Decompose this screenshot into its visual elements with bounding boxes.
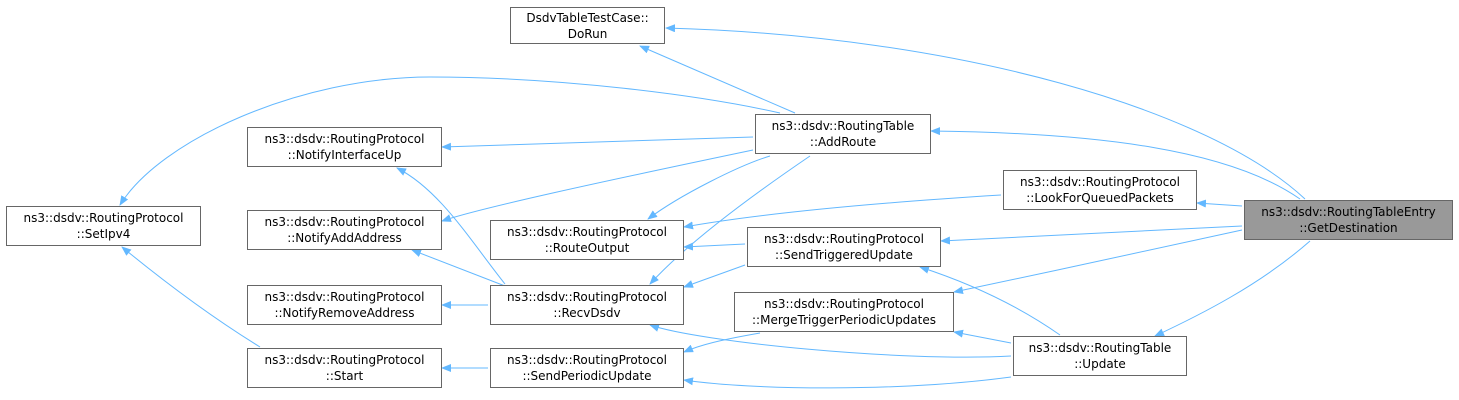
node-routingprotocol-start[interactable]: ns3::dsdv::RoutingProtocol ::Start (247, 348, 442, 388)
edge-update-mergetrig (953, 329, 1012, 344)
node-line2: ::SendPeriodicUpdate (522, 369, 652, 383)
node-line2: ::RouteOutput (544, 241, 630, 255)
edge-addroute-setipv4 (119, 76, 781, 206)
node-line1: ns3::dsdv::RoutingProtocol (764, 297, 924, 311)
edge-getdest-mergetrig (953, 229, 1243, 295)
node-routingprotocol-sendtriggeredupdate[interactable]: ns3::dsdv::RoutingProtocol ::SendTrigger… (747, 227, 941, 267)
node-routingprotocol-notifyinterfaceup[interactable]: ns3::dsdv::RoutingProtocol ::NotifyInter… (247, 127, 442, 167)
edge-addroute-routeout (647, 155, 771, 220)
node-routingprotocol-notifyremoveaddress[interactable]: ns3::dsdv::RoutingProtocol ::NotifyRemov… (247, 285, 442, 325)
node-routingtableentry-getdestination[interactable]: ns3::dsdv::RoutingTableEntry ::GetDestin… (1244, 200, 1453, 240)
node-line2: ::GetDestination (1299, 221, 1398, 235)
edge-start-setipv4 (121, 246, 261, 348)
node-routingprotocol-mergetriggerperiodicupdates[interactable]: ns3::dsdv::RoutingProtocol ::MergeTrigge… (734, 292, 954, 332)
node-line1: ns3::dsdv::RoutingProtocol (507, 290, 667, 304)
node-routingtable-update[interactable]: ns3::dsdv::RoutingTable ::Update (1013, 336, 1187, 376)
node-line1: ns3::dsdv::RoutingTable (771, 119, 915, 133)
node-line2: ::NotifyRemoveAddress (274, 306, 415, 320)
node-line1: ns3::dsdv::RoutingProtocol (507, 353, 667, 367)
node-line2: ::Update (1074, 357, 1126, 371)
edge-update-sendtrig (919, 265, 1061, 336)
node-line2: ::MergeTriggerPeriodicUpdates (752, 313, 936, 327)
node-line2: ::AddRoute (809, 135, 877, 149)
edge-getdest-lookfor (1196, 199, 1243, 208)
edge-getdest-dorun (665, 24, 1306, 200)
node-line1: ns3::dsdv::RoutingTable (1028, 341, 1172, 355)
node-line1: ns3::dsdv::RoutingProtocol (23, 211, 184, 225)
edge-recvdsdv-notifyadd (411, 249, 506, 287)
node-line2: ::NotifyInterfaceUp (287, 148, 402, 162)
edge-addroute-recvdsdv (649, 155, 811, 285)
node-line1: ns3::dsdv::RoutingProtocol (764, 232, 924, 246)
edge-addroute-dorun (639, 45, 796, 114)
node-line2: ::RecvDsdv (553, 306, 621, 320)
node-dsdvtabletestcase-dorun[interactable]: DsdvTableTestCase:: DoRun (510, 7, 665, 44)
edge-recvdsdv-notifyup (396, 167, 506, 285)
node-line2: ::Start (325, 369, 364, 383)
edge-sendtrig-routeout (683, 242, 746, 251)
edge-update-sendper (683, 376, 1012, 389)
node-line1: ns3::dsdv::RoutingTableEntry (1261, 205, 1436, 219)
node-line1: ns3::dsdv::RoutingProtocol (264, 132, 425, 146)
node-line2: ::LookForQueuedPackets (1026, 191, 1174, 205)
edge-lookfor-routeout (683, 194, 1002, 230)
node-line1: ns3::dsdv::RoutingProtocol (1020, 175, 1180, 189)
node-line1: ns3::dsdv::RoutingProtocol (264, 215, 425, 229)
edge-getdest-update (1154, 240, 1311, 337)
node-routingprotocol-setipv4[interactable]: ns3::dsdv::RoutingProtocol ::SetIpv4 (6, 206, 201, 246)
node-line1: DsdvTableTestCase:: (526, 10, 649, 25)
node-line2: ::SetIpv4 (76, 227, 131, 241)
edge-getdest-addroute (930, 127, 1301, 200)
node-line1: ns3::dsdv::RoutingProtocol (507, 225, 667, 239)
node-routingprotocol-sendperiodicupdate[interactable]: ns3::dsdv::RoutingProtocol ::SendPeriodi… (490, 348, 684, 388)
edge-addroute-notifyup (441, 136, 754, 151)
edge-sendtrig-recvdsdv (683, 264, 746, 288)
edge-update-recvdsdv (649, 324, 1012, 358)
edge-getdest-sendtrig (940, 225, 1243, 245)
node-routingtable-addroute[interactable]: ns3::dsdv::RoutingTable ::AddRoute (755, 114, 931, 154)
node-line2: ::NotifyAddAddress (287, 231, 402, 245)
node-line1: ns3::dsdv::RoutingProtocol (264, 353, 425, 367)
node-routingprotocol-recvdsdv[interactable]: ns3::dsdv::RoutingProtocol ::RecvDsdv (490, 285, 684, 325)
node-line2: ::SendTriggeredUpdate (775, 248, 913, 262)
node-line2: DoRun (567, 26, 608, 41)
node-routingprotocol-routeoutput[interactable]: ns3::dsdv::RoutingProtocol ::RouteOutput (490, 220, 684, 260)
node-routingprotocol-lookforqueuedpackets[interactable]: ns3::dsdv::RoutingProtocol ::LookForQueu… (1003, 170, 1197, 210)
node-line1: ns3::dsdv::RoutingProtocol (264, 290, 425, 304)
node-routingprotocol-notifyaddaddress[interactable]: ns3::dsdv::RoutingProtocol ::NotifyAddAd… (247, 210, 442, 250)
edge-addroute-notifyadd (441, 149, 754, 222)
edge-mergetrig-sendper (683, 332, 761, 353)
